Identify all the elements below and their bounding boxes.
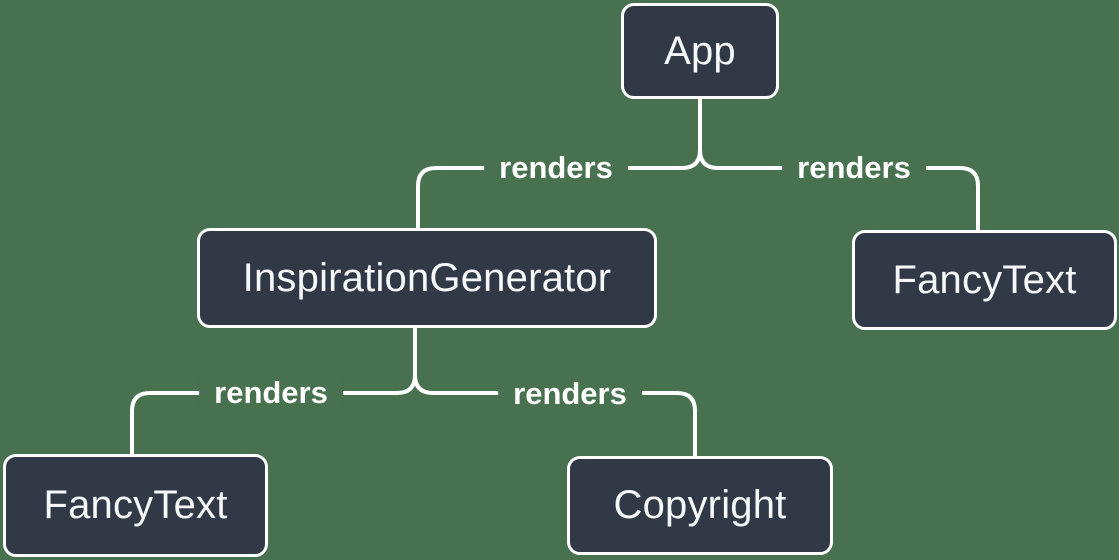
node-app: App [621, 3, 779, 99]
node-copyright: Copyright [567, 456, 833, 555]
edge-label-inspiration-generator-fancy-text: renders [199, 375, 343, 411]
edge-inspiration-generator-fancy-text [130, 373, 417, 460]
node-fancy-text-top: FancyText [852, 230, 1117, 330]
node-inspiration-generator: InspirationGenerator [197, 228, 657, 328]
node-fancy-text-bottom-label: FancyText [43, 483, 228, 527]
edge-app-inspiration-generator [416, 148, 702, 234]
node-fancy-text-bottom: FancyText [3, 454, 268, 557]
node-copyright-label: Copyright [613, 483, 787, 527]
node-app-label: App [664, 28, 736, 73]
edge-label-app-inspiration-generator: renders [484, 150, 628, 186]
edge-app-fancy-text [698, 148, 980, 236]
node-inspiration-generator-label: InspirationGenerator [242, 255, 612, 300]
edge-label-inspiration-generator-copyright: renders [498, 376, 642, 412]
edge-label-app-fancy-text: renders [782, 150, 926, 186]
node-fancy-text-top-label: FancyText [892, 257, 1077, 302]
edge-inspiration-generator-copyright [413, 373, 697, 462]
